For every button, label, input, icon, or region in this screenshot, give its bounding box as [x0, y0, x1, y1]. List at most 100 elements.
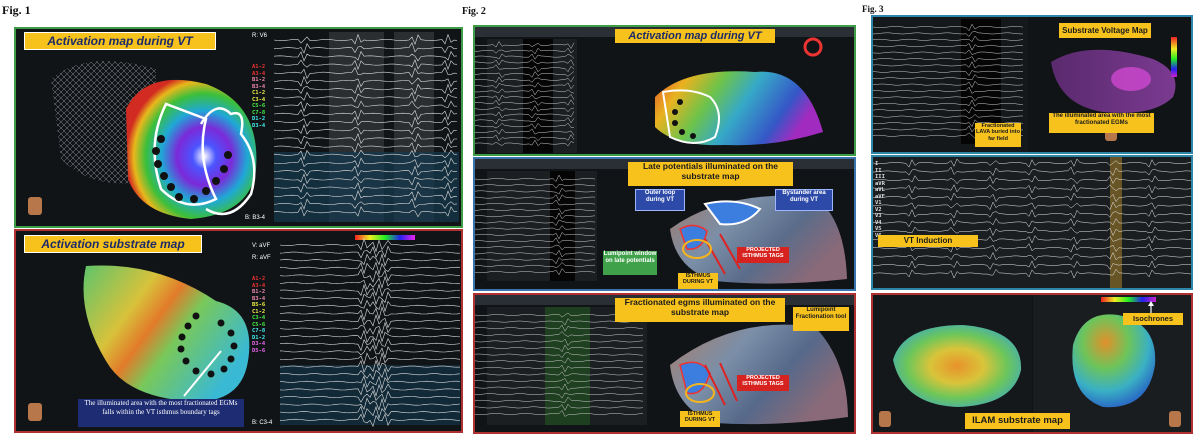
egm-trace — [280, 261, 460, 276]
fig1-bottom-title: Activation substrate map — [24, 235, 202, 253]
egm-trace — [475, 225, 596, 231]
egm-trace — [475, 257, 596, 265]
fig2-projected-tags2: PROJECTED ISTHMUS TAGS — [737, 375, 789, 391]
egm-trace — [475, 403, 644, 411]
fig2-mid-title: Late potentials illuminated on the subst… — [628, 161, 793, 186]
egm-trace — [475, 324, 644, 332]
egm-trace — [873, 114, 1023, 119]
egm-trace — [475, 88, 575, 96]
lead-label: C1-2 — [252, 308, 266, 315]
fig2-fractionation-tool: Lumipoint Fractionation tool — [793, 307, 849, 331]
egm-trace — [873, 80, 1024, 89]
egm-trace — [475, 194, 596, 202]
egm-trace — [274, 181, 458, 193]
egm-trace — [873, 251, 1191, 261]
egm-trace — [280, 382, 460, 397]
egm-trace — [475, 344, 644, 353]
lead-label: V1 — [875, 200, 882, 206]
egm-trace — [873, 243, 1191, 253]
fig3-mid-lead-labels: IIIIIIaVRaVLaVFV1V2V3V4V5V6 — [875, 161, 885, 239]
egm-trace — [475, 76, 575, 83]
egm-trace — [280, 359, 460, 373]
egm-trace — [873, 23, 1024, 32]
egm-trace — [274, 116, 458, 128]
fig1-top-bottom-label: B: B3-4 — [245, 215, 266, 221]
lead-label: C3-4 — [252, 315, 266, 321]
egm-trace — [274, 100, 458, 113]
egm-trace — [475, 331, 644, 337]
lead-label: C7-8 — [252, 328, 266, 334]
egm-trace — [475, 352, 644, 358]
egm-trace — [873, 35, 1024, 42]
lead-label: D1-2 — [252, 334, 266, 341]
egm-trace — [280, 313, 460, 329]
egm-trace — [873, 184, 1191, 194]
egm-trace — [475, 231, 596, 240]
egm-trace — [475, 249, 596, 258]
fig2-activation-vt-panel: Activation map during VT — [473, 25, 856, 156]
egm-trace — [873, 209, 1191, 219]
fig1-bot-top-label1: V: aVF — [252, 243, 271, 249]
egm-trace — [280, 413, 460, 427]
egm-trace — [475, 318, 644, 326]
lead-label: D3-4 — [252, 341, 266, 347]
lead-label: C1-2 — [252, 90, 266, 96]
egm-trace — [475, 409, 644, 417]
egm-trace — [274, 42, 458, 54]
egm-trace — [873, 106, 1024, 114]
lead-label: D1-2 — [252, 116, 266, 122]
egm-trace — [274, 66, 458, 80]
egm-trace — [475, 93, 575, 102]
egm-trace — [475, 116, 575, 125]
egm-trace — [873, 217, 1191, 228]
egm-trace — [274, 149, 458, 161]
lead-label: I — [875, 161, 879, 167]
fig1-top-ref-label: R: V6 — [252, 33, 268, 39]
egm-trace — [475, 212, 596, 220]
fig3-ilam: ILAM substrate map — [965, 413, 1070, 429]
fig2-mid-graphics — [475, 171, 847, 284]
egm-trace — [274, 198, 458, 210]
egm-trace — [873, 86, 1024, 94]
egm-trace — [280, 397, 460, 412]
egm-trace — [274, 59, 458, 70]
egm-trace — [280, 275, 460, 291]
egm-trace — [280, 344, 460, 359]
egm-trace — [475, 357, 644, 364]
egm-trace — [274, 75, 458, 88]
lead-label: aVF — [875, 193, 885, 200]
fig3-voltage-title: Substrate Voltage Map — [1059, 23, 1151, 38]
lead-label: C7-8 — [252, 109, 266, 116]
egm-trace — [873, 268, 1191, 279]
egm-trace — [274, 206, 457, 218]
fig2-top-graphics — [475, 37, 823, 153]
egm-trace — [280, 337, 460, 352]
egm-trace — [280, 253, 460, 267]
egm-trace — [274, 140, 458, 154]
fig3-vt-induction-panel: IIIIIIaVRaVLaVFV1V2V3V4V5V6 VT Induction — [871, 155, 1193, 290]
egm-trace — [873, 61, 1024, 69]
egm-trace — [475, 122, 575, 130]
lead-label: V3 — [875, 213, 882, 219]
lead-label: C5-6 — [252, 321, 266, 328]
egm-trace — [475, 99, 575, 106]
egm-trace — [475, 208, 596, 215]
egm-trace — [475, 174, 596, 182]
egm-trace — [475, 199, 596, 206]
fig2-bystander: Bystander area during VT — [775, 189, 833, 211]
egm-trace — [475, 383, 644, 391]
fig1-label: Fig. 1 — [2, 3, 31, 17]
fig2-label: Fig. 2 — [462, 6, 486, 17]
egm-trace — [280, 352, 460, 367]
egm-trace — [873, 166, 1191, 177]
egm-trace — [873, 99, 1024, 107]
egm-trace — [475, 47, 575, 55]
egm-trace — [475, 134, 575, 142]
egm-trace — [274, 109, 458, 121]
fig1-bot-top-label2: R: aVF — [252, 255, 271, 261]
egm-trace — [274, 91, 458, 103]
egm-trace — [873, 42, 1024, 51]
fig3-vt-induction: VT Induction — [878, 235, 978, 247]
lead-label: B3-4 — [252, 83, 266, 90]
egm-trace — [274, 50, 458, 62]
